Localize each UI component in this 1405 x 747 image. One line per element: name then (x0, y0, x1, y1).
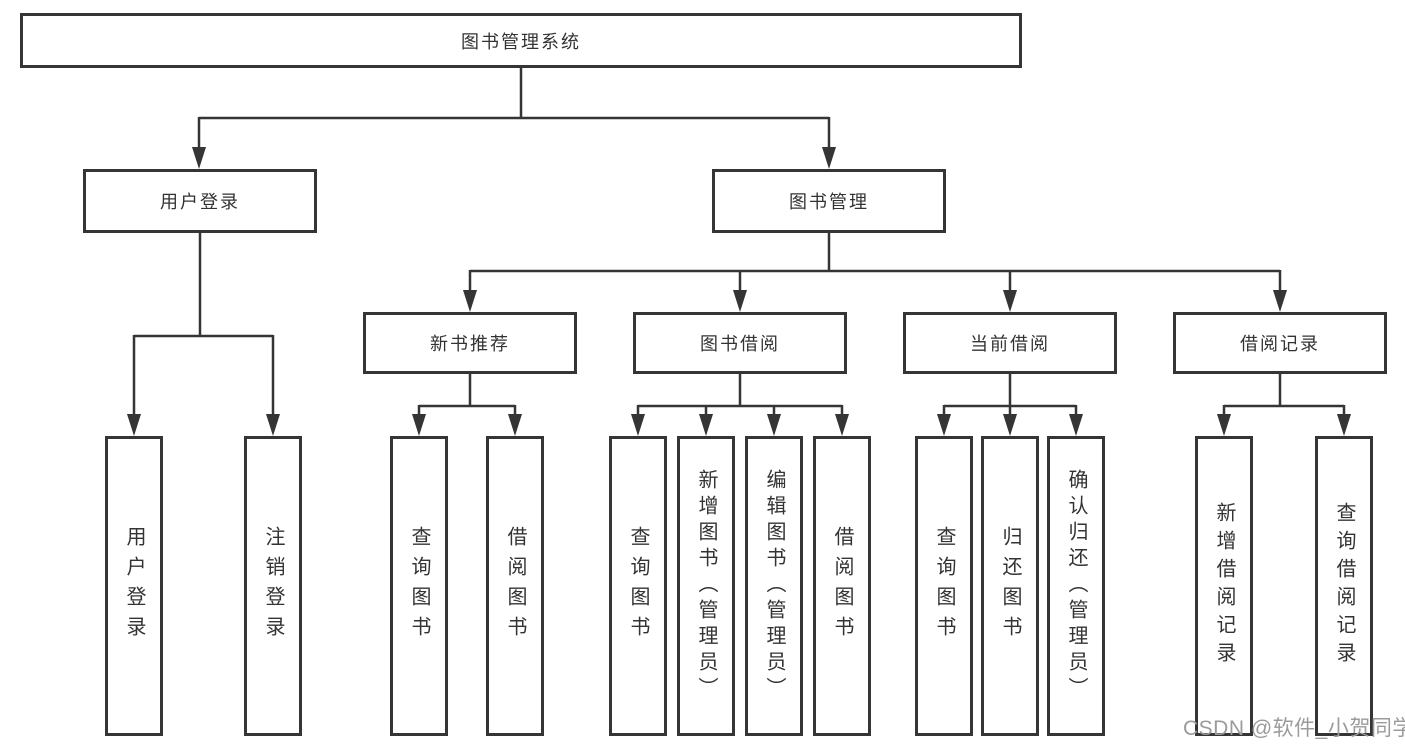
node-label: 注销登录 (262, 526, 284, 646)
node-label: 当前借阅 (970, 334, 1050, 354)
node-new-book-recommend: 新书推荐 (363, 312, 577, 374)
node-label: 图书借阅 (700, 334, 780, 354)
node-label: 查询借阅记录 (1333, 502, 1355, 670)
connector-user-login-to-leaves (127, 231, 280, 436)
connector-book-borrow-to-leaves (631, 373, 849, 436)
leaf-borrow-edit-book-admin: 编辑图书（管理员） (745, 436, 803, 736)
node-label: 新书推荐 (430, 334, 510, 354)
node-label: 图书管理 (789, 192, 869, 212)
node-label: 图书管理系统 (461, 31, 581, 52)
leaf-borrow-query-books: 查询图书 (609, 436, 667, 736)
node-label: 编辑图书（管理员） (763, 469, 785, 703)
node-label: 查询图书 (627, 526, 649, 646)
leaf-newbook-query-books: 查询图书 (390, 436, 448, 736)
node-label: 查询图书 (408, 526, 430, 646)
node-user-login: 用户登录 (83, 169, 317, 233)
node-label: 新增借阅记录 (1213, 502, 1235, 670)
leaf-current-return-books: 归还图书 (981, 436, 1039, 736)
node-label: 借阅图书 (831, 526, 853, 646)
node-current-borrow: 当前借阅 (903, 312, 1117, 374)
node-borrow-records: 借阅记录 (1173, 312, 1387, 374)
leaf-current-confirm-return-admin: 确认归还（管理员） (1047, 436, 1105, 736)
leaf-records-add-record: 新增借阅记录 (1195, 436, 1253, 736)
node-book-management: 图书管理 (712, 169, 946, 233)
node-label: 借阅记录 (1240, 334, 1320, 354)
node-label: 用户登录 (123, 526, 145, 646)
leaf-records-query-record: 查询借阅记录 (1315, 436, 1373, 736)
leaf-newbook-borrow-books: 借阅图书 (486, 436, 544, 736)
leaf-borrow-add-book-admin: 新增图书（管理员） (677, 436, 735, 736)
connector-new-book-to-leaves (412, 373, 522, 436)
node-label: 查询图书 (933, 526, 955, 646)
node-library-management-system: 图书管理系统 (20, 13, 1022, 68)
connector-book-management-to-level3 (463, 231, 1287, 312)
leaf-current-query-books: 查询图书 (915, 436, 973, 736)
csdn-watermark: CSDN @软件_小贺同学 (1183, 717, 1405, 740)
leaf-user-login: 用户登录 (105, 436, 163, 736)
connector-borrow-records-to-leaves (1217, 373, 1351, 436)
connector-current-borrow-to-leaves (937, 373, 1083, 436)
leaf-borrow-borrow-books: 借阅图书 (813, 436, 871, 736)
node-label: 归还图书 (999, 526, 1021, 646)
node-label: 确认归还（管理员） (1065, 469, 1087, 703)
leaf-logout: 注销登录 (244, 436, 302, 736)
node-label: 借阅图书 (504, 526, 526, 646)
connector-root-to-level2 (192, 66, 836, 169)
node-label: 用户登录 (160, 192, 240, 212)
node-book-borrow: 图书借阅 (633, 312, 847, 374)
node-label: 新增图书（管理员） (695, 469, 717, 703)
